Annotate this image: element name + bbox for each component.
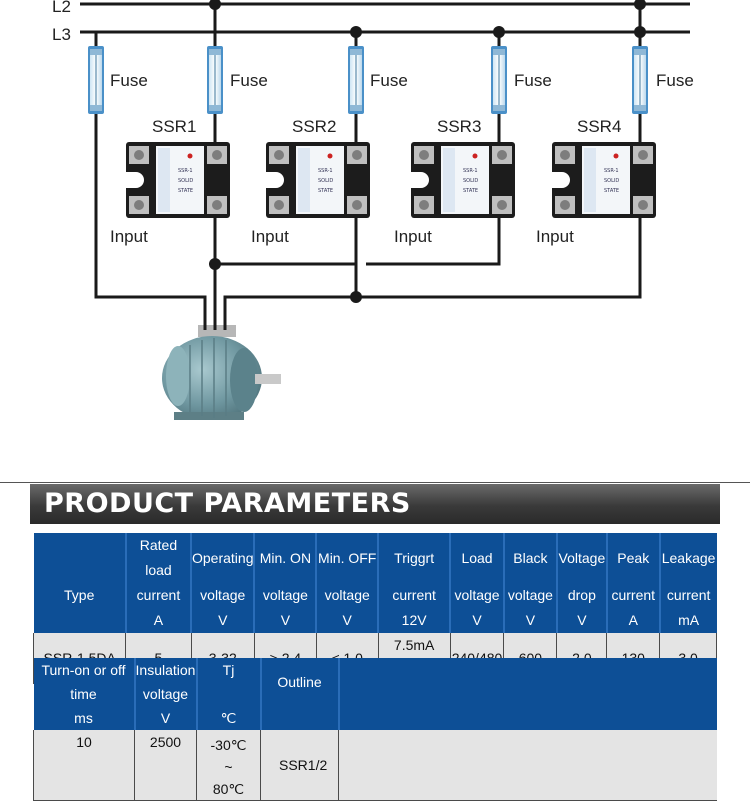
cell-insulation-voltage: 2500 bbox=[134, 730, 197, 801]
unit-cell: ℃ bbox=[196, 706, 262, 730]
input-label-1: Input bbox=[110, 227, 148, 246]
header-cell: voltage bbox=[254, 583, 318, 608]
fuse-5 bbox=[631, 45, 649, 115]
fuse-label-5: Fuse bbox=[656, 71, 694, 90]
header-filler bbox=[339, 658, 718, 730]
header-cell: current bbox=[666, 587, 711, 603]
table-row: 10 2500 -30℃ ~ 80℃ SSR1/2 bbox=[33, 730, 717, 801]
header-cell: time bbox=[33, 682, 136, 706]
cell-tj: -30℃ ~ 80℃ bbox=[196, 730, 261, 801]
ssr-module-4 bbox=[552, 142, 656, 218]
header-cell: voltage bbox=[503, 583, 558, 608]
header-cell: Min. OFF bbox=[316, 533, 380, 583]
header-cell: Peak bbox=[606, 533, 661, 583]
ssr-module-2 bbox=[266, 142, 370, 218]
cell-peak-current: 130 bbox=[606, 633, 661, 684]
ssr-label-2: SSR2 bbox=[292, 117, 336, 136]
input-label-3: Input bbox=[394, 227, 432, 246]
tj-max: 80℃ bbox=[212, 781, 245, 797]
header-cell: Operating bbox=[191, 533, 256, 583]
header-cell: Insulation bbox=[134, 658, 198, 682]
table-header-row: Rated load Operating Min. ON Min. OFF Tr… bbox=[33, 533, 717, 583]
header-cell: current bbox=[125, 583, 193, 608]
input-label-2: Input bbox=[251, 227, 289, 246]
cell-trigger-current: 7.5mA (12V) bbox=[378, 633, 451, 684]
line-l3-label: L3 bbox=[52, 25, 71, 44]
unit-cell: 12V bbox=[378, 608, 452, 633]
header-cell-outline: Outline bbox=[260, 658, 340, 706]
table-header-row: Type current voltage voltage voltage cur… bbox=[33, 583, 717, 608]
fuse-label-4: Fuse bbox=[514, 71, 552, 90]
table-header-row: Turn-on or off Insulation Tj Outline bbox=[33, 658, 717, 706]
junction-dot bbox=[209, 258, 221, 270]
motor-icon bbox=[162, 300, 281, 420]
fuse-label-1: Fuse bbox=[110, 71, 148, 90]
unit-cell: mA bbox=[678, 612, 700, 628]
header-cell bbox=[196, 682, 262, 706]
header-cell: drop bbox=[556, 583, 608, 608]
ssr-label-4: SSR4 bbox=[577, 117, 621, 136]
unit-cell: ms bbox=[33, 706, 136, 730]
unit-cell: V bbox=[134, 706, 198, 730]
unit-cell bbox=[33, 608, 127, 633]
cell-turn-time: 10 bbox=[33, 730, 135, 801]
header-cell: Turn-on or off bbox=[33, 658, 136, 682]
unit-cell: V bbox=[254, 608, 318, 633]
unit-cell-empty bbox=[260, 706, 340, 730]
header-cell: voltage bbox=[134, 682, 198, 706]
header-cell: voltage bbox=[450, 583, 505, 608]
header-cell: current bbox=[378, 583, 452, 608]
cell-load-voltage: 240/480 bbox=[450, 633, 505, 684]
cell-voltage-drop: 2.0 bbox=[556, 633, 608, 684]
cell-leakage-current: 3.0 bbox=[659, 633, 717, 684]
parameters-table-2: Turn-on or off Insulation Tj Outline tim… bbox=[33, 658, 717, 801]
unit-cell: V bbox=[191, 608, 256, 633]
header-cell: Tj bbox=[196, 658, 262, 682]
unit-cell: V bbox=[316, 608, 380, 633]
unit-cell: V bbox=[556, 608, 608, 633]
header-cell: current bbox=[606, 583, 661, 608]
header-cell: Leakage bbox=[661, 549, 716, 566]
cell-black-voltage: 600 bbox=[503, 633, 558, 684]
header-cell: Triggrt bbox=[378, 533, 452, 583]
input-label-4: Input bbox=[536, 227, 574, 246]
tj-sep: ~ bbox=[224, 759, 233, 775]
unit-cell: V bbox=[450, 608, 505, 633]
fuse-label-3: Fuse bbox=[370, 71, 408, 90]
section-divider bbox=[0, 482, 750, 483]
fuse-label-2: Fuse bbox=[230, 71, 268, 90]
fuse-4 bbox=[490, 45, 508, 115]
unit-cell: A bbox=[125, 608, 193, 633]
header-cell bbox=[33, 533, 127, 583]
ssr-module-1 bbox=[126, 142, 230, 218]
junction-dot bbox=[350, 291, 362, 303]
header-cell: Load bbox=[450, 533, 505, 583]
banner-title: PRODUCT PARAMETERS bbox=[44, 488, 411, 519]
unit-cell: A bbox=[606, 608, 661, 633]
header-cell: Voltage bbox=[556, 533, 608, 583]
header-cell: Black bbox=[503, 533, 558, 583]
ssr-module-3 bbox=[411, 142, 515, 218]
fuse-1 bbox=[87, 45, 105, 115]
unit-cell: V bbox=[503, 608, 558, 633]
header-cell: voltage bbox=[191, 583, 256, 608]
table-unit-row: A V V V 12V V V V A mA bbox=[33, 608, 717, 633]
wiring-diagram: SSR-1 SOLID STATE L2 L3 bbox=[52, 0, 694, 420]
cell-filler bbox=[338, 730, 717, 801]
ssr-label-1: SSR1 bbox=[152, 117, 196, 136]
product-parameters-banner: PRODUCT PARAMETERS bbox=[30, 484, 720, 524]
ssr-label-3: SSR3 bbox=[437, 117, 481, 136]
fuse-2 bbox=[206, 45, 224, 115]
fuse-3 bbox=[347, 45, 365, 115]
header-cell: Rated load bbox=[125, 533, 193, 583]
header-cell: Type bbox=[33, 583, 127, 608]
tj-min: -30℃ bbox=[210, 737, 247, 753]
header-cell: Min. ON bbox=[254, 533, 318, 583]
line-l2-label: L2 bbox=[52, 0, 71, 16]
header-cell: voltage bbox=[316, 583, 380, 608]
cell-outline: SSR1/2 bbox=[260, 730, 339, 801]
